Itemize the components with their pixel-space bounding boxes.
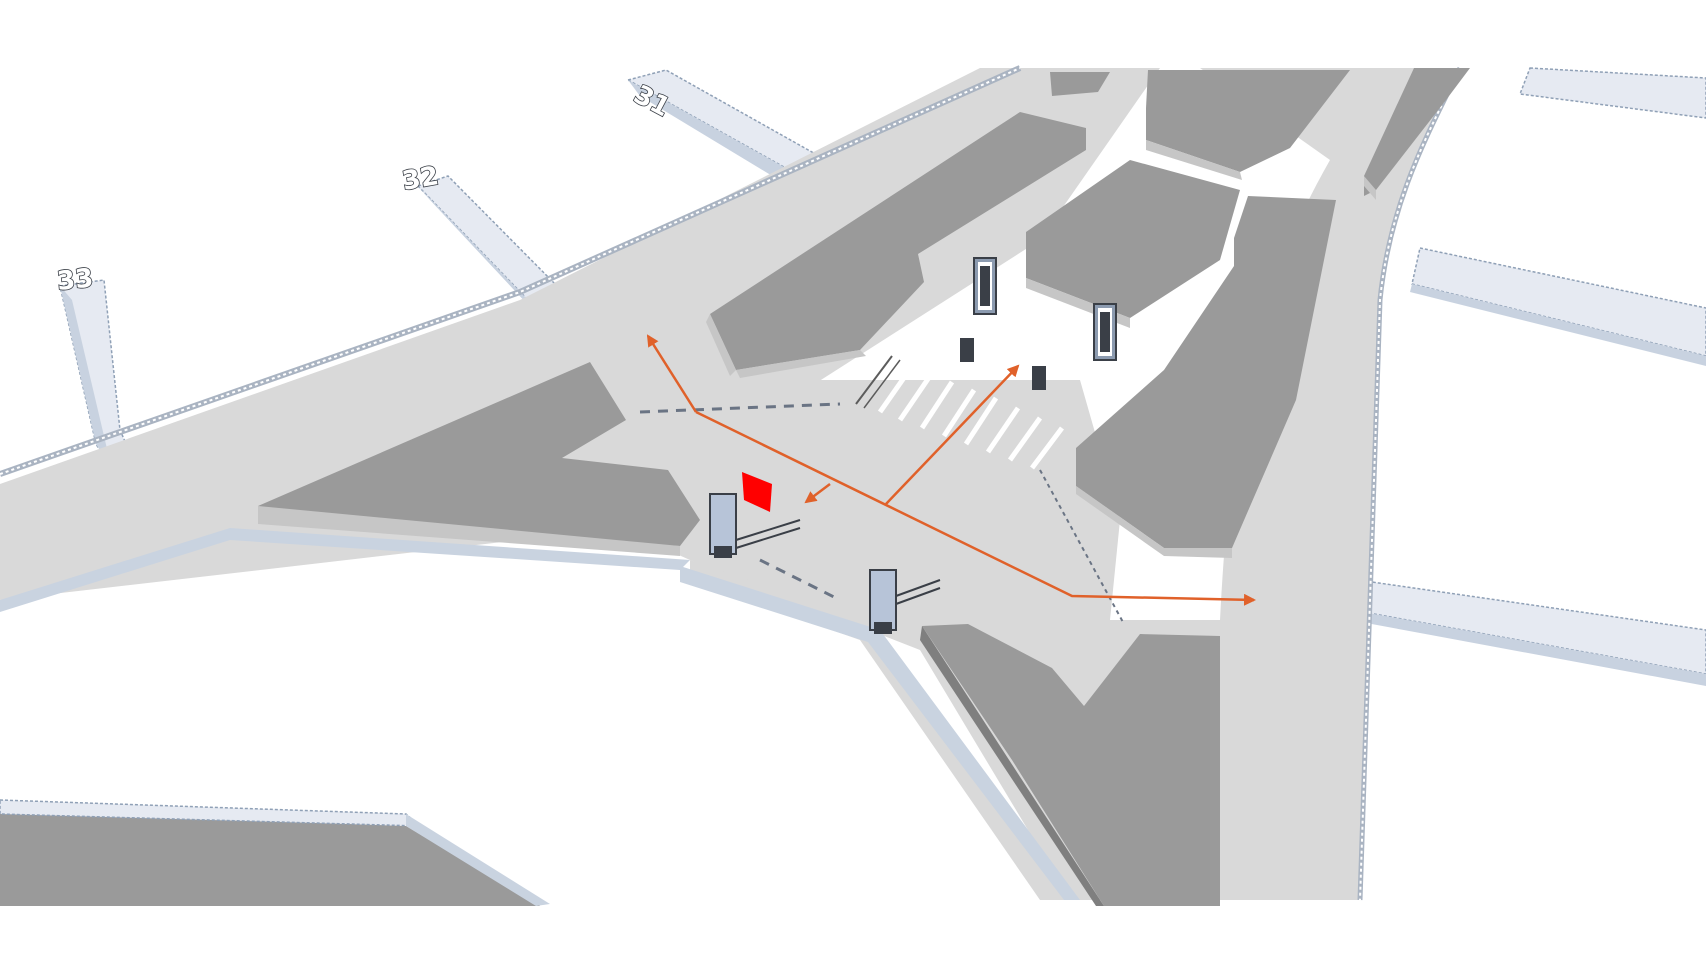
kiosk-icon xyxy=(973,257,997,315)
crosswalk xyxy=(855,355,1064,470)
route-to-left-concourse xyxy=(646,334,698,413)
route-main xyxy=(695,410,1256,606)
escalator-icon xyxy=(709,493,801,558)
route-arrows xyxy=(646,334,1256,606)
buildings xyxy=(0,68,1470,906)
barriers xyxy=(639,402,1125,625)
gate-label-33: 33 xyxy=(56,263,95,297)
escalator-icon xyxy=(869,569,941,634)
jetways xyxy=(59,67,1706,686)
kiosk-icon xyxy=(1093,303,1117,361)
escalators xyxy=(709,493,941,634)
current-location-marker xyxy=(742,472,772,512)
route-to-crosswalk xyxy=(885,364,1020,505)
bin-icon xyxy=(960,338,1046,390)
kiosks xyxy=(960,257,1117,390)
gate-label-32: 32 xyxy=(400,161,441,197)
route-to-escalator xyxy=(804,483,831,504)
